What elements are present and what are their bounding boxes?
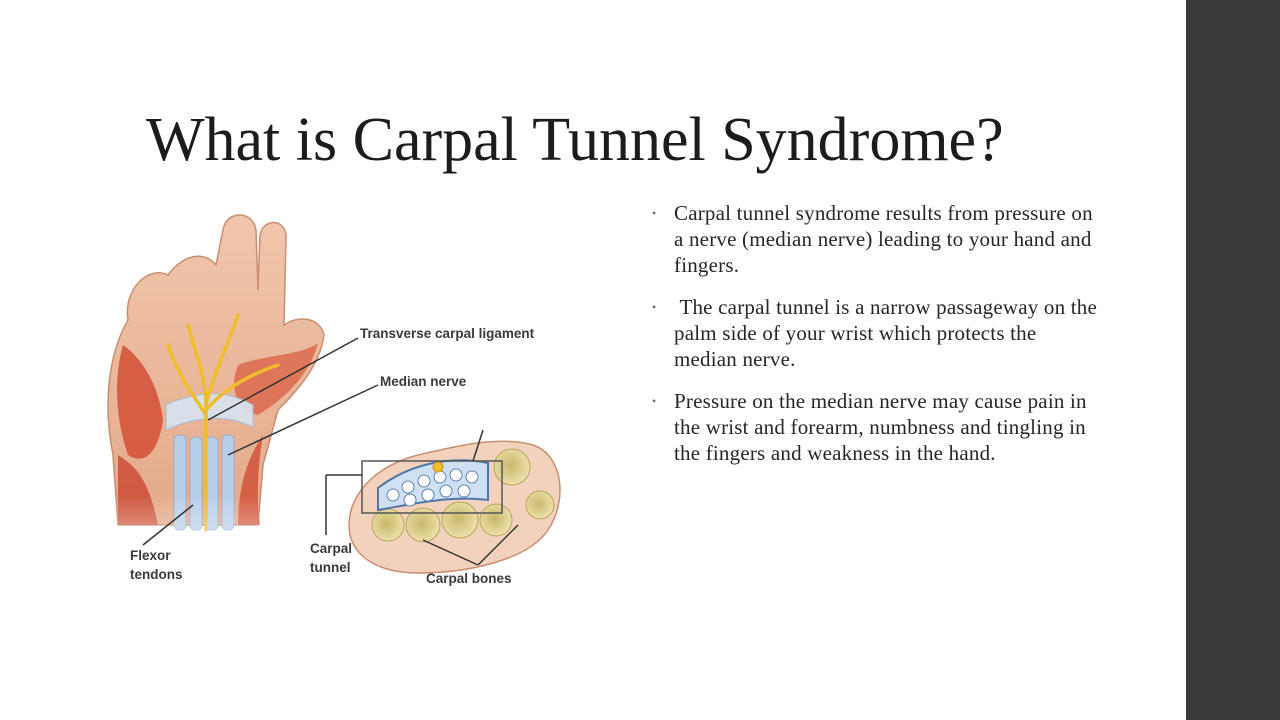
wrist-cross-section [348, 440, 561, 574]
label-transverse-ligament: Transverse carpal ligament [360, 326, 535, 341]
label-carpal-bones: Carpal bones [426, 571, 512, 586]
label-median-nerve: Median nerve [380, 374, 467, 389]
bullet-marker: • [652, 394, 657, 408]
bullet-item: • Carpal tunnel syndrome results from pre… [652, 200, 1102, 278]
slide-title: What is Carpal Tunnel Syndrome? [146, 106, 1004, 174]
bullet-text: Pressure on the median nerve may cause p… [674, 389, 1093, 465]
bullet-text: Carpal tunnel syndrome results from pres… [674, 201, 1099, 277]
hand-drawing [88, 214, 348, 598]
label-carpal-tunnel-line1: Carpal [310, 541, 352, 556]
side-band [1186, 0, 1280, 720]
bullet-text: The carpal tunnel is a narrow passageway… [674, 295, 1103, 371]
bullet-item: • Pressure on the median nerve may cause … [652, 388, 1102, 466]
leader-lines [142, 337, 519, 566]
bullet-list: • Carpal tunnel syndrome results from pre… [652, 200, 1102, 482]
label-carpal-tunnel-line2: tunnel [310, 560, 351, 575]
label-flexor-line1: Flexor [130, 548, 171, 563]
bullet-marker: • [652, 206, 657, 220]
label-flexor-line2: tendons [130, 567, 183, 582]
bullet-marker: • [652, 300, 657, 314]
carpal-tunnel-illustration: Transverse carpal ligament Median nerve … [88, 214, 561, 598]
bullet-item: • The carpal tunnel is a narrow passagew… [652, 294, 1102, 372]
